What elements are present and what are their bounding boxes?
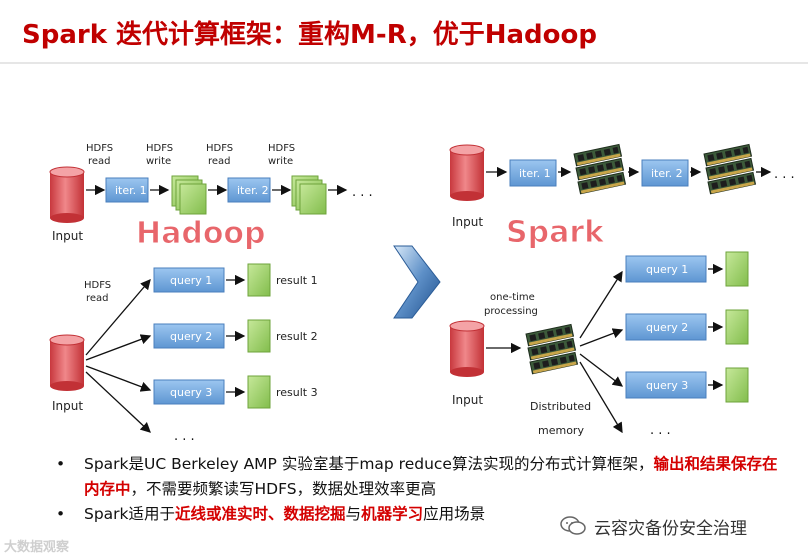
- spark-query-input-label: Input: [452, 393, 483, 407]
- ellipsis: . . .: [774, 167, 795, 182]
- hadoop-input-label: Input: [52, 229, 83, 243]
- query-label: query 1: [646, 263, 688, 276]
- hadoop-query-input-label: Input: [52, 399, 83, 413]
- result-label: result 1: [276, 274, 318, 287]
- bullet-text: ，不需要频繁读写HDFS，数据处理效率更高: [131, 480, 437, 498]
- bullet-item: • Spark是UC Berkeley AMP 实验室基于map reduce算…: [48, 452, 788, 502]
- spark-memory-2: [704, 144, 755, 193]
- query-label: query 1: [170, 274, 212, 287]
- memory-label: Distributed: [530, 400, 591, 413]
- result-doc: [248, 376, 270, 408]
- spark-memory-1: [574, 144, 625, 193]
- hadoop-brand-label: Hadoop: [136, 216, 266, 251]
- ellipsis: . . .: [352, 185, 373, 200]
- iter-label: iter. 1: [519, 167, 551, 180]
- op-label: read: [88, 156, 111, 167]
- hadoop-input-cylinder: [50, 167, 84, 223]
- hadoop-query-input-cylinder: [50, 335, 84, 391]
- result-doc: [726, 310, 748, 344]
- op-label: HDFS: [84, 280, 111, 291]
- spark-iterative-flow: Input iter. 1 iter. 2 . . . Spark: [450, 144, 795, 250]
- transition-arrow: [394, 246, 440, 318]
- result-label: result 3: [276, 386, 318, 399]
- bullet-text: Spark是UC Berkeley AMP 实验室基于map reduce算法实…: [84, 455, 653, 473]
- op-label: HDFS: [206, 143, 233, 154]
- watermark-right-text: 云容灾备份安全治理: [594, 514, 747, 539]
- query-label: query 2: [646, 321, 688, 334]
- result-label: result 2: [276, 330, 318, 343]
- bullet-marker: •: [56, 502, 65, 527]
- ellipsis: . . .: [650, 423, 671, 438]
- iter-label: iter. 2: [651, 167, 683, 180]
- hadoop-write-docs-2: [292, 176, 326, 214]
- memory-label: memory: [538, 424, 584, 437]
- hadoop-iterative-flow: Input HDFS read HDFS write HDFS read HDF…: [50, 143, 373, 251]
- op-label: read: [208, 156, 231, 167]
- hadoop-write-docs-1: [172, 176, 206, 214]
- query-label: query 3: [170, 386, 212, 399]
- spark-input-cylinder: [450, 145, 484, 201]
- op-label: write: [146, 156, 171, 167]
- watermark-left: 大数据观察: [4, 536, 69, 555]
- iter-label: iter. 2: [237, 184, 269, 197]
- bullet-text: 应用场景: [423, 505, 485, 523]
- op-label: write: [268, 156, 293, 167]
- hadoop-vs-spark-diagram: Input HDFS read HDFS write HDFS read HDF…: [0, 0, 808, 450]
- bullet-highlight: 近线或准实时、数据挖掘: [175, 505, 346, 523]
- spark-brand-label: Spark: [506, 215, 605, 250]
- hadoop-query-flow: HDFS read Input query 1 query 2 query 3 …: [50, 264, 318, 444]
- spark-query-flow: one-time processing Input Distributed me…: [450, 252, 748, 438]
- bullet-marker: •: [56, 452, 65, 477]
- op-label: HDFS: [86, 143, 113, 154]
- spark-query-input-cylinder: [450, 321, 484, 377]
- query-label: query 2: [170, 330, 212, 343]
- bullet-text: 与: [346, 505, 362, 523]
- result-doc: [248, 320, 270, 352]
- result-doc: [726, 368, 748, 402]
- spark-input-label: Input: [452, 215, 483, 229]
- ellipsis: . . .: [174, 429, 195, 444]
- wechat-icon: [560, 515, 586, 537]
- iter-label: iter. 1: [115, 184, 147, 197]
- op-label: HDFS: [268, 143, 295, 154]
- bullet-text: Spark适用于: [84, 505, 175, 523]
- bullet-highlight: 机器学习: [361, 505, 423, 523]
- watermark-right: 云容灾备份安全治理: [560, 512, 800, 540]
- one-time-label: processing: [484, 306, 538, 317]
- result-doc: [726, 252, 748, 286]
- op-label: HDFS: [146, 143, 173, 154]
- op-label: read: [86, 293, 109, 304]
- result-doc: [248, 264, 270, 296]
- one-time-label: one-time: [490, 292, 535, 303]
- query-label: query 3: [646, 379, 688, 392]
- spark-distributed-memory: [526, 324, 577, 373]
